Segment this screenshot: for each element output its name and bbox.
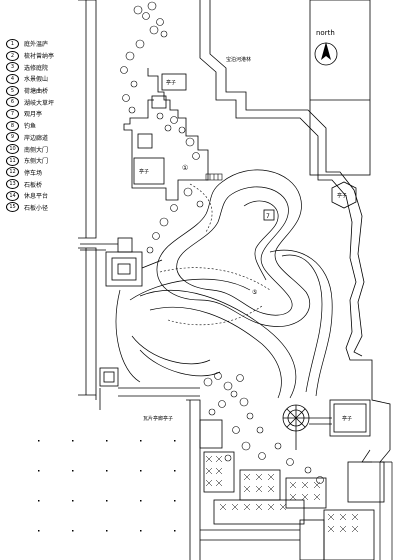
legend-number: 15 (6, 202, 19, 213)
pavilion-right-label: 亭子 (337, 192, 347, 199)
legend-item: 13 石板桥 (6, 178, 86, 190)
legend-label: 水景假山 (24, 76, 49, 84)
plan-markers: ① 7 ⑤ (182, 164, 270, 296)
legend-label: 石板桥 (24, 181, 43, 189)
pavilion-top-label: 亭子 (166, 79, 176, 86)
legend-number: 3 (6, 62, 19, 73)
left-square-pavilion (80, 237, 163, 287)
legend-item: 12 停车场 (6, 167, 86, 179)
legend-number: 6 (6, 97, 19, 108)
hatch-patches (205, 455, 359, 533)
boundary-lines (78, 0, 97, 400)
dot-grid (38, 440, 176, 532)
top-building (199, 0, 391, 450)
legend-item: 14 休息平台 (6, 190, 86, 202)
bridge (205, 173, 223, 181)
legend-number: 11 (6, 155, 19, 166)
right-boundary (361, 449, 393, 560)
dashed-paths (159, 183, 271, 326)
bottom-left-gate (99, 367, 200, 410)
legend-item: 7 观月亭 (6, 108, 86, 120)
legend-label: 观月亭 (24, 111, 43, 119)
legend-number: 7 (6, 108, 19, 119)
legend-label: 石板小径 (24, 204, 49, 212)
legend-item: 9 岸边廊道 (6, 132, 86, 144)
right-lower-pavilion (329, 399, 371, 437)
marker-5: ⑤ (252, 289, 257, 296)
legend-item: 6 湖岐大草坪 (6, 96, 86, 108)
pavilion-bottom-label: 亭子 (342, 415, 352, 422)
legend-number: 13 (6, 179, 19, 190)
legend-label: 停车场 (24, 169, 43, 177)
building-label: 宝泊河港林 (226, 56, 251, 63)
legend-number: 8 (6, 120, 19, 131)
legend-label: 岸边廊道 (24, 134, 49, 142)
trees (120, 1, 324, 484)
legend-number: 10 (6, 144, 19, 155)
legend-label: 休息平台 (24, 193, 49, 201)
legend-label: 梳衬曾纳亭 (24, 53, 55, 61)
legend-label: 庭外温庐 (24, 41, 49, 49)
legend-label: 东侧大门 (24, 158, 49, 166)
left-buildings (123, 68, 209, 201)
legend-item: 2 梳衬曾纳亭 (6, 50, 86, 62)
legend-number: 4 (6, 73, 19, 84)
legend-item: 8 钓鱼 (6, 120, 86, 132)
legend-item: 1 庭外温庐 (6, 38, 86, 50)
right-hexagon-pavilion (331, 181, 357, 209)
legend-number: 12 (6, 167, 19, 178)
corridor-label: 瓦片亭廊亭子 (143, 415, 173, 422)
marker-7: 7 (266, 213, 270, 220)
legend-item: 15 石板小径 (6, 202, 86, 214)
legend-item: 11 东侧大门 (6, 155, 86, 167)
legend-item: 5 荷塘曲桥 (6, 85, 86, 97)
legend-item: 4 水景假山 (6, 73, 86, 85)
legend-number: 2 (6, 50, 19, 61)
legend-label: 荷塘曲桥 (24, 88, 49, 96)
legend-number: 5 (6, 85, 19, 96)
pond-pavilion (263, 209, 275, 221)
legend-item: 10 南侧大门 (6, 143, 86, 155)
round-pavilion (282, 404, 332, 450)
pavilion-left-label: 亭子 (139, 168, 149, 175)
pond-contours (115, 169, 333, 399)
legend-number: 9 (6, 132, 19, 143)
marker-1: ① (182, 164, 188, 172)
legend-number: 14 (6, 190, 19, 201)
legend-label: 南侧大门 (24, 146, 49, 154)
legend-label: 钓鱼 (24, 123, 37, 131)
legend-label: 选修庭院 (24, 64, 49, 72)
north-label: north (316, 29, 335, 37)
bottom-buildings (186, 399, 385, 560)
legend-number: 1 (6, 38, 19, 49)
legend-item: 3 选修庭院 (6, 61, 86, 73)
legend-label: 湖岐大草坪 (24, 99, 55, 107)
north-arrow: north (314, 29, 338, 66)
